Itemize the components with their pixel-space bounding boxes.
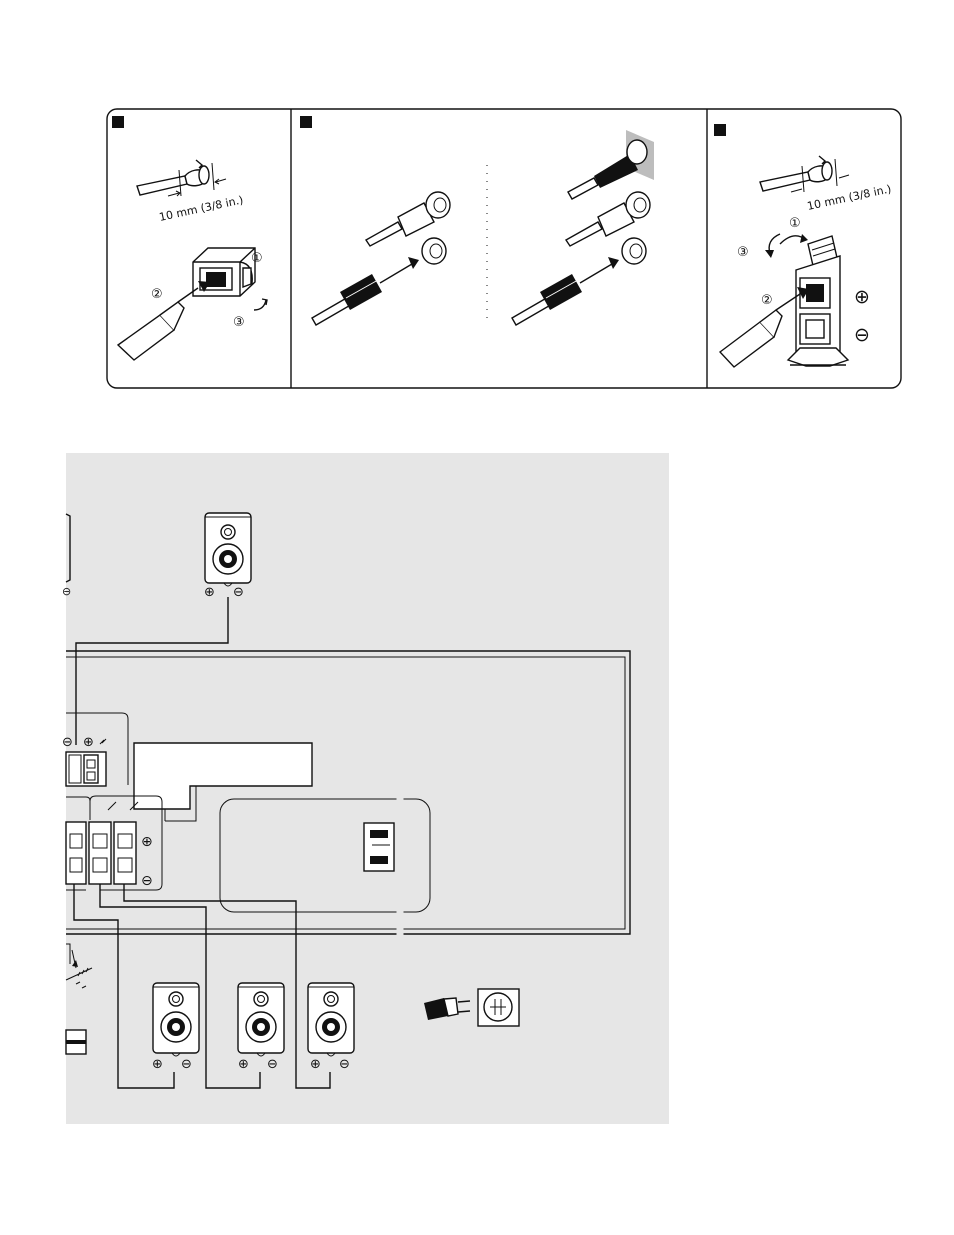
wire-speaker-2 bbox=[99, 884, 261, 1089]
speaker-top: ⊕ ⊖ bbox=[204, 512, 252, 600]
ac-outlet bbox=[363, 822, 395, 872]
rca-plug-left-bottom bbox=[311, 237, 447, 326]
polarity-plus-c: ⊕ bbox=[854, 286, 870, 308]
panel-b-marker bbox=[300, 116, 312, 128]
speaker-bottom-2: ⊕ ⊖ bbox=[237, 982, 285, 1072]
speaker-1-minus: ⊖ bbox=[181, 1057, 192, 1072]
step-2-a: ② bbox=[151, 287, 163, 302]
wire-speaker-3 bbox=[123, 884, 331, 1089]
terminal-column-1 bbox=[65, 821, 87, 885]
panel-a-marker bbox=[112, 116, 124, 128]
wiring-diagram: ⊖ ⊕ ⊖ ⊖ ⊕ bbox=[62, 453, 669, 1124]
rca-plug-left-top bbox=[364, 191, 451, 247]
speaker-top-plus: ⊕ bbox=[204, 585, 215, 600]
strip-length-label-c: 10 mm (3/8 in.) bbox=[806, 182, 893, 213]
wire-speaker-1 bbox=[73, 884, 175, 1089]
step-3-a: ③ bbox=[233, 315, 245, 330]
rca-plug-right-bottom bbox=[511, 237, 647, 326]
terminal-top-minus: ⊖ bbox=[62, 735, 73, 750]
terminal-column-2 bbox=[88, 821, 112, 885]
wire-top-speaker bbox=[75, 597, 229, 745]
panel-c: 10 mm (3/8 in.) ① ② ③ ⊕ ⊖ bbox=[718, 155, 893, 368]
speaker-2-minus: ⊖ bbox=[267, 1057, 278, 1072]
power-cord bbox=[373, 753, 520, 1027]
partial-antenna-left bbox=[65, 943, 93, 1055]
receiver-back-panel: ⊖ ⊕ bbox=[62, 650, 631, 935]
speaker-top-minus: ⊖ bbox=[233, 585, 244, 600]
polarity-minus-c: ⊖ bbox=[854, 324, 870, 346]
rca-plug-right-top bbox=[567, 130, 654, 200]
speaker-3-minus: ⊖ bbox=[339, 1057, 350, 1072]
terminal-bottom-minus: ⊖ bbox=[141, 873, 153, 889]
panel-a: 10 mm (3/8 in.) ① ② ③ bbox=[116, 159, 268, 361]
rca-plug-right-middle bbox=[564, 191, 651, 247]
partial-speaker-left bbox=[65, 513, 71, 583]
step-3-c: ③ bbox=[737, 245, 749, 260]
panel-c-marker bbox=[714, 124, 726, 136]
terminal-column-3 bbox=[113, 821, 137, 885]
strip-length-label-a: 10 mm (3/8 in.) bbox=[158, 193, 245, 224]
lever-terminal bbox=[765, 233, 850, 367]
speaker-bottom-1: ⊕ ⊖ bbox=[152, 982, 200, 1072]
speaker-1-plus: ⊕ bbox=[152, 1057, 163, 1072]
step-1-a: ① bbox=[251, 251, 263, 266]
top-panels bbox=[106, 108, 902, 389]
speaker-bottom-3: ⊕ ⊖ bbox=[307, 982, 355, 1072]
terminal-top-plus: ⊕ bbox=[83, 735, 94, 750]
speaker-2-plus: ⊕ bbox=[238, 1057, 249, 1072]
terminal-bottom-plus: ⊕ bbox=[141, 834, 153, 850]
panel-b bbox=[311, 130, 654, 326]
step-2-c: ② bbox=[761, 293, 773, 308]
wire-a bbox=[116, 281, 210, 361]
spring-terminal bbox=[192, 247, 268, 311]
stripped-wire-c bbox=[759, 155, 850, 193]
wire-c bbox=[718, 287, 809, 368]
stripped-wire-a bbox=[136, 159, 227, 197]
step-1-c: ① bbox=[789, 216, 801, 231]
speaker-3-plus: ⊕ bbox=[310, 1057, 321, 1072]
svg-text:⊖: ⊖ bbox=[62, 585, 71, 598]
